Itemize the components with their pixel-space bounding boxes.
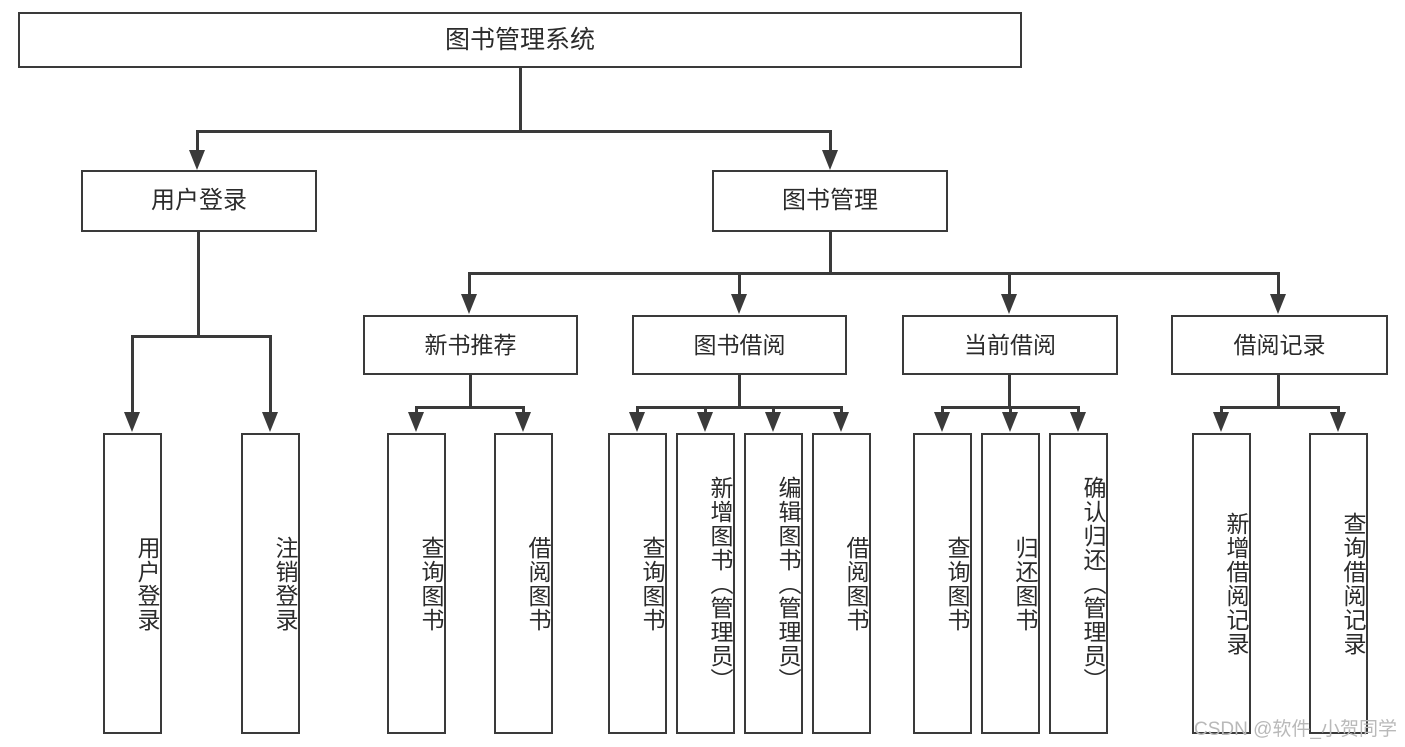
node-new-book-recommend[interactable]: 新书推荐 (363, 315, 578, 375)
node-label: 借阅图书 (525, 535, 551, 632)
node-label: 图书借阅 (693, 331, 786, 358)
leaf-book-borrow-4[interactable]: 借阅图书 (812, 433, 871, 734)
edge-bm-to-book-borrow (738, 272, 741, 297)
edge-bm-to-new-book (468, 272, 471, 297)
arrow-br-to-leaf-1 (1213, 412, 1229, 432)
leaf-book-borrow-3[interactable]: 编辑图书（管理员） (744, 433, 803, 734)
edge-user-login-to-leaf-1 (131, 335, 134, 415)
leaf-user-login-1[interactable]: 用户登录 (103, 433, 162, 734)
node-label: 查询借阅记录 (1340, 511, 1366, 656)
leaf-current-borrow-1[interactable]: 查询图书 (913, 433, 972, 734)
edge-book-borrow-bus (636, 406, 841, 409)
edge-user-login-to-leaf-2 (269, 335, 272, 415)
leaf-borrow-record-2[interactable]: 查询借阅记录 (1309, 433, 1368, 734)
edge-bm-to-borrow-record (1277, 272, 1280, 297)
node-borrow-record[interactable]: 借阅记录 (1171, 315, 1388, 375)
node-label: 编辑图书（管理员） (775, 475, 801, 692)
leaf-new-book-1[interactable]: 查询图书 (387, 433, 446, 734)
arrow-bb-to-leaf-3 (765, 412, 781, 432)
edge-borrow-record-stem (1277, 375, 1280, 408)
arrow-user-login-to-leaf-1 (124, 412, 140, 432)
leaf-current-borrow-3[interactable]: 确认归还（管理员） (1049, 433, 1108, 734)
edge-book-borrow-stem (738, 375, 741, 408)
node-label: 查询图书 (639, 535, 665, 632)
leaf-borrow-record-1[interactable]: 新增借阅记录 (1192, 433, 1251, 734)
edge-root-to-user-login (196, 130, 199, 152)
node-label: 用户登录 (134, 535, 160, 632)
node-label: 图书管理系统 (444, 25, 595, 54)
edge-book-management-bus (468, 272, 1280, 275)
node-label: 查询图书 (418, 535, 444, 632)
edge-borrow-record-bus (1220, 406, 1340, 409)
edge-new-book-bus (415, 406, 525, 409)
edge-root-stem (519, 68, 522, 130)
arrow-bb-to-leaf-4 (833, 412, 849, 432)
arrow-bb-to-leaf-2 (697, 412, 713, 432)
edge-current-borrow-stem (1008, 375, 1011, 408)
node-label: 用户登录 (151, 187, 247, 215)
edge-book-management-stem (829, 232, 832, 274)
edge-user-login-stem (197, 232, 200, 335)
node-label: 新增借阅记录 (1223, 511, 1249, 656)
arrow-user-login-to-leaf-2 (262, 412, 278, 432)
node-label: 借阅记录 (1233, 331, 1326, 358)
node-label: 确认归还（管理员） (1080, 475, 1106, 692)
arrow-bm-to-new-book (461, 294, 477, 314)
node-book-borrow[interactable]: 图书借阅 (632, 315, 847, 375)
node-label: 图书管理 (782, 187, 878, 215)
leaf-current-borrow-2[interactable]: 归还图书 (981, 433, 1040, 734)
leaf-book-borrow-1[interactable]: 查询图书 (608, 433, 667, 734)
arrow-nb-to-leaf-1 (408, 412, 424, 432)
arrow-cb-to-leaf-1 (934, 412, 950, 432)
node-user-login[interactable]: 用户登录 (81, 170, 317, 232)
edge-new-book-stem (469, 375, 472, 408)
arrow-bm-to-current-borrow (1001, 294, 1017, 314)
arrow-root-to-user-login (189, 150, 205, 170)
arrow-cb-to-leaf-2 (1002, 412, 1018, 432)
node-book-management[interactable]: 图书管理 (712, 170, 948, 232)
node-label: 查询图书 (944, 535, 970, 632)
edge-root-to-book-management (829, 130, 832, 152)
arrow-cb-to-leaf-3 (1070, 412, 1086, 432)
arrow-br-to-leaf-2 (1330, 412, 1346, 432)
leaf-book-borrow-2[interactable]: 新增图书（管理员） (676, 433, 735, 734)
node-label: 注销登录 (272, 535, 298, 632)
edge-root-bus (196, 130, 832, 133)
arrow-bb-to-leaf-1 (629, 412, 645, 432)
node-current-borrow[interactable]: 当前借阅 (902, 315, 1118, 375)
edge-bm-to-current-borrow (1008, 272, 1011, 297)
node-label: 当前借阅 (964, 331, 1056, 358)
node-label: 新书推荐 (424, 331, 517, 358)
arrow-root-to-book-management (822, 150, 838, 170)
node-label: 新增图书（管理员） (707, 475, 733, 692)
edge-user-login-bus (131, 335, 269, 338)
node-label: 借阅图书 (843, 535, 869, 632)
arrow-bm-to-borrow-record (1270, 294, 1286, 314)
leaf-new-book-2[interactable]: 借阅图书 (494, 433, 553, 734)
leaf-user-login-2[interactable]: 注销登录 (241, 433, 300, 734)
node-label: 归还图书 (1012, 535, 1038, 632)
arrow-bm-to-book-borrow (731, 294, 747, 314)
node-root-book-management-system[interactable]: 图书管理系统 (18, 12, 1022, 68)
arrow-nb-to-leaf-2 (515, 412, 531, 432)
